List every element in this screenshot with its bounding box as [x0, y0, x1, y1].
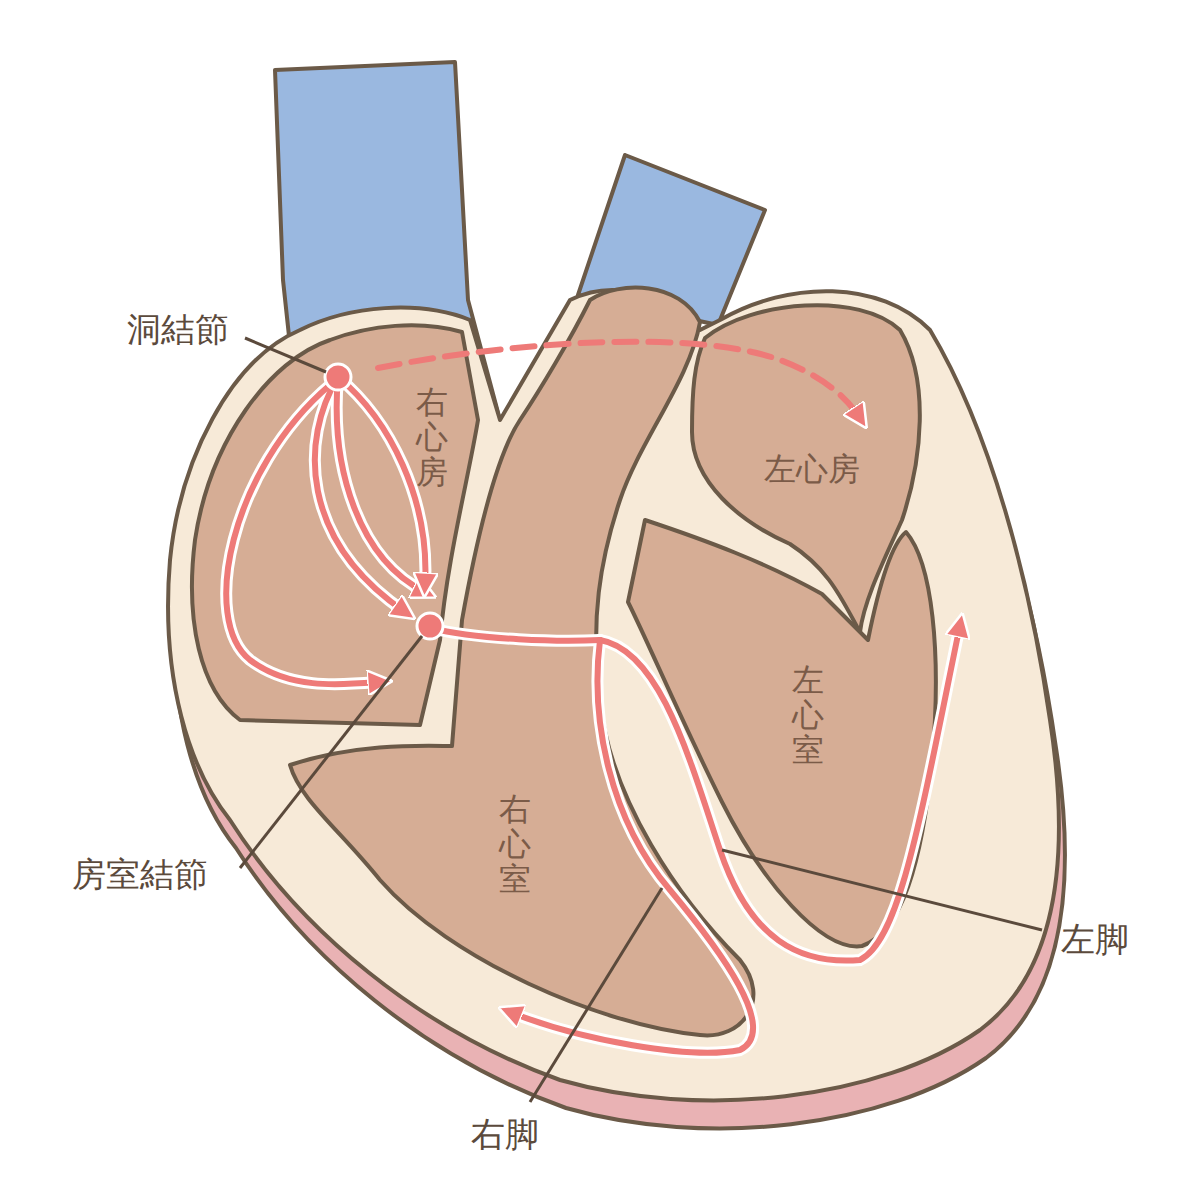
part-label: 右脚	[471, 1116, 539, 1153]
av-node	[417, 613, 443, 639]
part-label: 房室結節	[72, 856, 208, 893]
conduction-path	[226, 342, 960, 1053]
sinus-node	[325, 364, 351, 390]
part-label: 右心房	[416, 385, 448, 491]
leader-lines	[240, 338, 1042, 1102]
part-label: 左脚	[1061, 921, 1129, 958]
part-label: 左心室	[792, 663, 824, 769]
part-label: 洞結節	[127, 311, 229, 348]
part-label: 右心室	[499, 792, 531, 898]
part-label: 左心房	[764, 452, 860, 487]
right-atrium	[192, 325, 478, 725]
